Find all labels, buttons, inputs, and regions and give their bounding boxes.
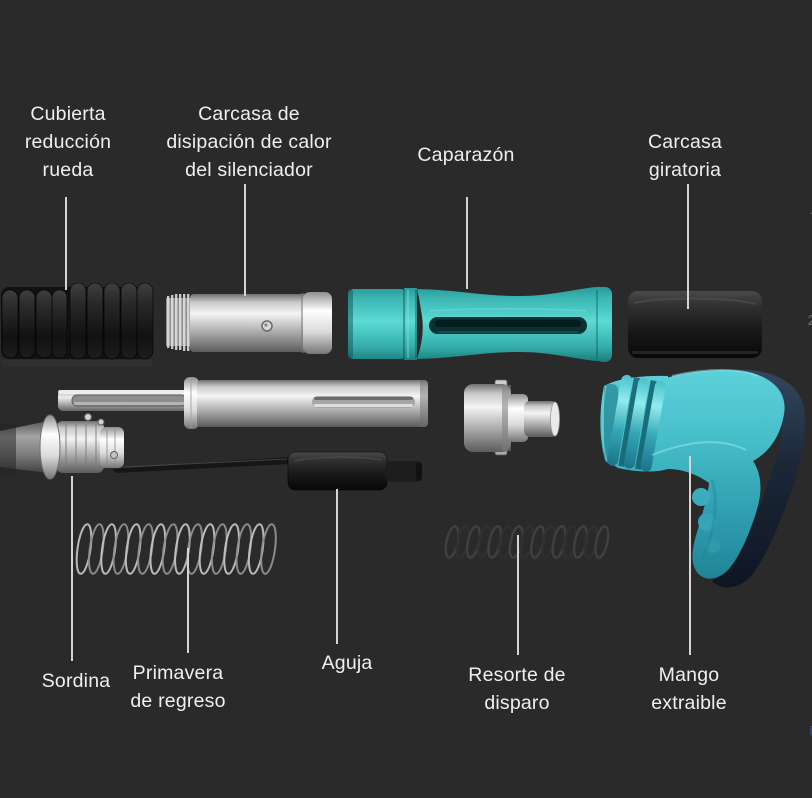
label-primavera: Primavera de regreso: [130, 662, 226, 712]
label-sordina: Sordina: [41, 670, 111, 692]
part-mango-extraible: [600, 369, 806, 588]
part-primavera-regreso-spring: [75, 523, 277, 575]
spring-coil: [137, 523, 154, 575]
screw: [110, 451, 118, 459]
part-piston-tube: [184, 377, 428, 429]
spring-coil: [161, 523, 179, 575]
part-carcasa-disipacion: [166, 292, 332, 354]
part-caparazon: [348, 286, 612, 362]
screw: [84, 413, 92, 421]
spring-coil: [149, 523, 167, 575]
part-cubierta-reduccion-rueda: [1, 282, 154, 367]
spring-coil: [198, 523, 216, 575]
edge-fragment: ·: [809, 205, 812, 220]
spring-coil: [174, 523, 191, 575]
part-guide-rod: [58, 390, 198, 411]
muzzle-flange: [39, 414, 61, 480]
part-sordina: [0, 413, 124, 480]
label-giratoria: Carcasa giratoria: [647, 131, 723, 181]
spring-coil: [235, 523, 253, 575]
screw: [97, 418, 105, 426]
label-aguja: Aguja: [321, 652, 373, 674]
leader-lines: [65, 184, 691, 661]
spring-coil: [124, 523, 142, 575]
spring-coil: [210, 523, 228, 575]
finger-bump: [692, 488, 710, 506]
spring-coil: [247, 523, 265, 575]
edge-fragment: 2: [807, 312, 812, 329]
label-mango: Mango extraible: [651, 664, 727, 714]
spring-coil: [260, 523, 277, 575]
edge-fragment: B: [809, 724, 812, 737]
part-firing-piston: [464, 379, 560, 456]
spring-coil: [75, 523, 93, 575]
label-disipacion: Carcasa de disipación de calor del silen…: [166, 103, 332, 181]
spring-coil: [223, 523, 240, 575]
part-carcasa-giratoria: [628, 291, 762, 358]
finger-bump: [698, 513, 716, 531]
spring-coil: [594, 525, 610, 559]
label-cubierta: Cubierta reducción rueda: [24, 103, 112, 181]
grip-body: [662, 370, 785, 579]
grip-neck-ribs: [607, 374, 666, 472]
spring-coil: [112, 523, 130, 575]
spring-coil: [87, 523, 105, 575]
label-caparazon: Caparazón: [417, 144, 515, 166]
part-resorte-disparo-spring: [444, 525, 610, 559]
label-resorte: Resorte de disparo: [468, 664, 566, 714]
grip-back-navy: [712, 369, 806, 588]
spring-coil: [100, 523, 117, 575]
finger-bump: [705, 537, 721, 553]
part-aguja: [112, 451, 422, 491]
